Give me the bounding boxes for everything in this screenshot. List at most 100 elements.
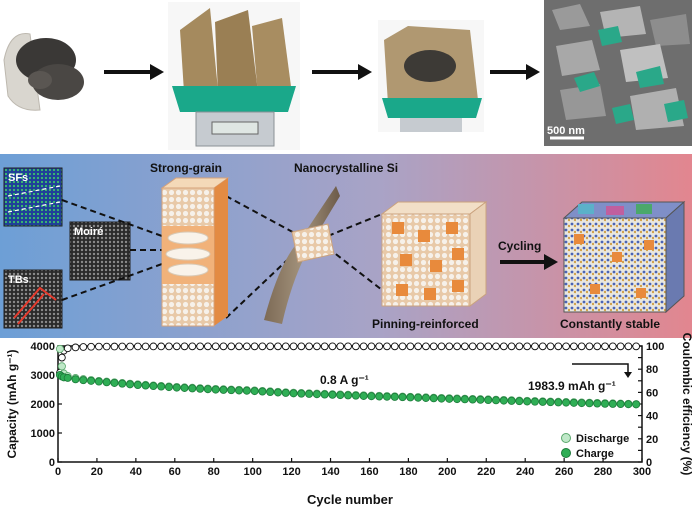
charge-point xyxy=(118,379,127,388)
coulombic-efficiency-point xyxy=(437,342,446,351)
sfs-image: SFs xyxy=(3,167,63,227)
charge-point xyxy=(273,388,282,397)
charge-point xyxy=(382,392,391,401)
coulombic-efficiency-point xyxy=(118,342,127,351)
coulombic-efficiency-point xyxy=(274,342,282,351)
coulombic-efficiency-point xyxy=(523,342,531,351)
charge-point xyxy=(437,394,446,403)
discharge-point xyxy=(55,344,64,353)
coulombic-efficiency-point xyxy=(204,342,212,351)
photo-open-bag xyxy=(378,20,484,132)
label-pinning-reinforced: Pinning-reinforced xyxy=(372,317,479,331)
charge-point xyxy=(414,393,423,402)
charge-point xyxy=(530,397,539,406)
coulombic-efficiency-point xyxy=(585,342,594,351)
charge-point xyxy=(554,398,563,407)
coulombic-efficiency-point xyxy=(313,342,321,351)
coulombic-efficiency-point xyxy=(227,342,236,351)
charge-point xyxy=(375,392,384,401)
charge-point xyxy=(585,399,594,408)
constantly-stable-model: Constantly stable xyxy=(560,200,686,331)
x-tick-label: 140 xyxy=(321,466,339,478)
coulombic-efficiency-point xyxy=(351,342,360,351)
y-right-tick-label: 60 xyxy=(646,387,658,399)
y-axis-left-label: Capacity (mAh g⁻¹) xyxy=(5,349,19,458)
coulombic-efficiency-point xyxy=(398,342,407,351)
x-tick-label: 300 xyxy=(633,466,651,478)
coulombic-efficiency-point xyxy=(157,342,166,351)
charge-point xyxy=(491,396,500,405)
x-tick-label: 200 xyxy=(438,466,456,478)
x-tick-label: 40 xyxy=(130,466,142,478)
charge-point xyxy=(312,390,321,399)
charge-point xyxy=(188,384,197,393)
arrow-3 xyxy=(490,64,540,80)
charge-point xyxy=(577,399,586,408)
coulombic-efficiency-point xyxy=(632,342,641,351)
charge-point xyxy=(608,399,617,408)
charge-point xyxy=(211,385,220,394)
label-strong-grain: Strong-grain xyxy=(150,161,222,175)
coulombic-efficiency-point xyxy=(266,342,275,351)
coulombic-efficiency-point xyxy=(468,342,477,351)
charge-point xyxy=(133,380,142,389)
coulombic-efficiency-point xyxy=(422,342,430,351)
coulombic-efficiency-point xyxy=(546,342,555,351)
x-tick-label: 120 xyxy=(282,466,300,478)
x-axis-label: Cycle number xyxy=(307,492,393,507)
coulombic-efficiency-point xyxy=(258,342,267,351)
charge-point xyxy=(242,386,251,395)
coulombic-efficiency-point xyxy=(616,342,625,351)
cycling-arrow: Cycling xyxy=(498,239,558,270)
coulombic-efficiency-point xyxy=(289,342,298,351)
coulombic-efficiency-point xyxy=(297,342,306,351)
coulombic-efficiency-point xyxy=(320,342,329,351)
charge-point xyxy=(390,392,399,401)
charge-point xyxy=(172,383,181,392)
x-tick-label: 160 xyxy=(360,466,378,478)
coulombic-efficiency-point xyxy=(219,342,228,351)
charge-point xyxy=(398,393,407,402)
coulombic-efficiency-point xyxy=(242,342,251,351)
coulombic-efficiency-point xyxy=(476,342,485,351)
coulombic-efficiency-point xyxy=(359,342,368,351)
charge-point xyxy=(476,395,485,404)
moire-image: Moiré xyxy=(69,221,131,281)
charge-point xyxy=(320,390,329,399)
legend-charge-marker xyxy=(561,448,571,458)
charge-point xyxy=(289,389,298,398)
coulombic-efficiency-point xyxy=(149,342,158,351)
coulombic-efficiency-point xyxy=(562,342,570,351)
y-right-tick-label: 40 xyxy=(646,411,658,423)
charge-point xyxy=(164,383,173,392)
coulombic-efficiency-point xyxy=(367,342,376,351)
charge-point xyxy=(344,391,353,400)
charge-point xyxy=(63,373,72,382)
x-tick-label: 80 xyxy=(208,466,220,478)
charge-point xyxy=(305,389,314,398)
coulombic-efficiency-point xyxy=(126,342,134,351)
coulombic-efficiency-point xyxy=(554,342,563,351)
charge-point xyxy=(538,397,547,406)
y-axis-right-label: Coulombic efficiency (%) xyxy=(680,333,692,476)
coulombic-efficiency-point xyxy=(95,342,103,351)
label-cycling: Cycling xyxy=(498,239,541,253)
coulombic-efficiency-point xyxy=(429,342,438,351)
charge-point xyxy=(281,388,290,397)
coulombic-efficiency-point xyxy=(499,342,508,351)
x-tick-label: 180 xyxy=(399,466,417,478)
coulombic-efficiency-point xyxy=(406,342,415,351)
coulombic-efficiency-point xyxy=(383,342,391,351)
coulombic-efficiency-point xyxy=(87,342,95,351)
y-left-tick-label: 1000 xyxy=(31,428,55,440)
y-right-tick-label: 20 xyxy=(646,434,658,446)
charge-point xyxy=(110,378,119,387)
coulombic-efficiency-point xyxy=(110,342,119,351)
coulombic-efficiency-point xyxy=(593,342,602,351)
y-left-tick-label: 4000 xyxy=(31,341,55,353)
charge-point xyxy=(266,387,275,396)
label-nanocrystalline-si: Nanocrystalline Si xyxy=(294,161,398,175)
coulombic-efficiency-point xyxy=(133,342,142,351)
